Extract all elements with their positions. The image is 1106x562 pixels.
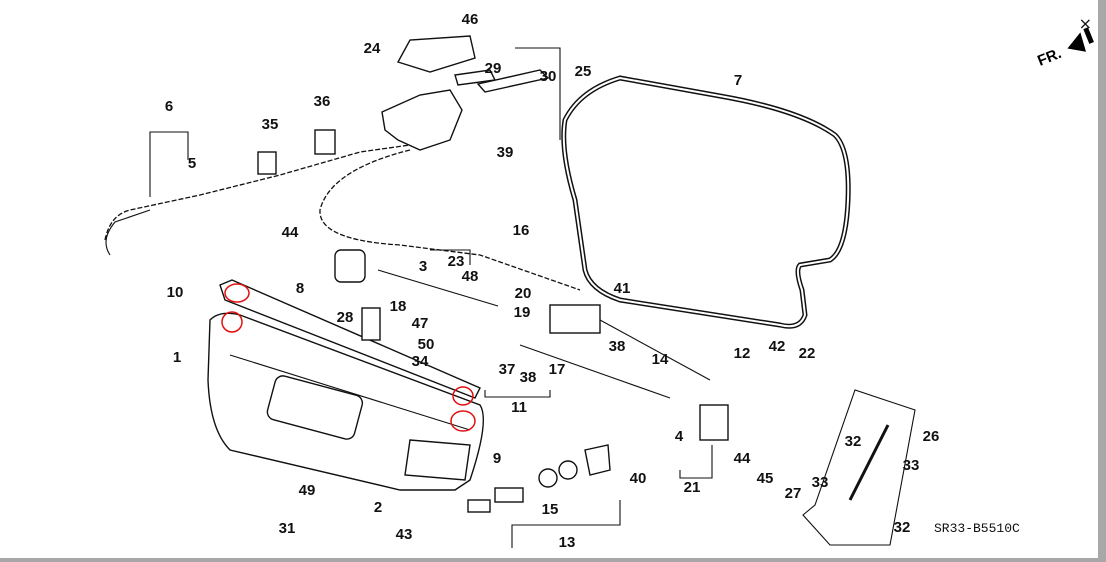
callout: 17 bbox=[549, 361, 566, 378]
callout: 30 bbox=[540, 68, 557, 85]
callout: 29 bbox=[485, 60, 502, 77]
callout: 34 bbox=[412, 353, 429, 370]
callout: 38 bbox=[520, 369, 537, 386]
lock-cylinder-ring bbox=[538, 468, 558, 488]
callout: 45 bbox=[757, 470, 774, 487]
callout: 39 bbox=[497, 144, 514, 161]
callout: 20 bbox=[515, 285, 532, 302]
close-icon[interactable]: × bbox=[1078, 14, 1092, 33]
callout: 33 bbox=[903, 457, 920, 474]
callout: 47 bbox=[412, 315, 429, 332]
callout: 12 bbox=[734, 345, 751, 362]
callout: 44 bbox=[734, 450, 751, 467]
callout: 31 bbox=[279, 520, 296, 537]
callout: 7 bbox=[734, 72, 742, 89]
callout: 32 bbox=[845, 433, 862, 450]
actuator bbox=[334, 249, 366, 283]
callout: 48 bbox=[462, 268, 479, 285]
callout: 4 bbox=[675, 428, 684, 445]
stay-group-box bbox=[802, 389, 916, 546]
license-plate-recess bbox=[266, 375, 364, 440]
callout: 41 bbox=[614, 280, 631, 297]
callout: 25 bbox=[575, 63, 592, 80]
opener-lever bbox=[381, 89, 463, 151]
callout: 50 bbox=[418, 336, 435, 353]
callout: 37 bbox=[499, 361, 516, 378]
callout-labels: 46 24 29 30 25 7 6 36 35 5 39 44 16 3 23… bbox=[165, 11, 940, 551]
callout: 2 bbox=[374, 499, 382, 516]
callout: 36 bbox=[314, 93, 331, 110]
callout: 43 bbox=[396, 526, 413, 543]
lid-opener-cable bbox=[104, 144, 411, 241]
callout: 33 bbox=[812, 474, 829, 491]
garnish-strip bbox=[219, 279, 481, 399]
callout: 11 bbox=[511, 399, 527, 416]
pad-28 bbox=[361, 307, 381, 341]
arrow-icon bbox=[1067, 32, 1087, 52]
callout: 9 bbox=[493, 450, 501, 467]
callout: 24 bbox=[364, 40, 381, 57]
callout: 23 bbox=[448, 253, 465, 270]
callout: 15 bbox=[542, 501, 559, 518]
callout: 21 bbox=[684, 479, 701, 496]
front-direction-indicator: FR. bbox=[1035, 27, 1094, 70]
callout: 14 bbox=[652, 351, 669, 368]
callout: 40 bbox=[630, 470, 647, 487]
window-border-bottom bbox=[0, 558, 1106, 562]
callout: 18 bbox=[390, 298, 407, 315]
callout: 42 bbox=[769, 338, 786, 355]
callout: 1 bbox=[173, 349, 181, 366]
callout: 16 bbox=[513, 222, 530, 239]
callout: 3 bbox=[419, 258, 427, 275]
callout: 32 bbox=[894, 519, 911, 536]
clip-35 bbox=[257, 151, 277, 175]
window-border-right bbox=[1098, 0, 1106, 562]
callout: 35 bbox=[262, 116, 279, 133]
callout: 8 bbox=[296, 280, 304, 297]
clip-36 bbox=[314, 129, 336, 155]
callout: 46 bbox=[462, 11, 479, 28]
callout: 10 bbox=[167, 284, 184, 301]
callout: 5 bbox=[188, 155, 196, 172]
front-label: FR. bbox=[1035, 45, 1064, 70]
latch-cover bbox=[396, 35, 476, 73]
weatherstrip bbox=[561, 75, 851, 329]
callout: 22 bbox=[799, 345, 816, 362]
callout: 6 bbox=[165, 98, 173, 115]
callout: 19 bbox=[514, 304, 531, 321]
diagram-code: SR33-B5510C bbox=[934, 521, 1020, 536]
striker bbox=[699, 404, 729, 441]
highlight-marks bbox=[221, 283, 476, 432]
callout: 38 bbox=[609, 338, 626, 355]
callout: 28 bbox=[337, 309, 354, 326]
callout: 27 bbox=[785, 485, 802, 502]
latch-assembly bbox=[549, 304, 601, 334]
callout: 49 bbox=[299, 482, 316, 499]
callout: 13 bbox=[559, 534, 576, 551]
handle-recess bbox=[404, 439, 471, 481]
key bbox=[494, 487, 524, 503]
callout: 26 bbox=[923, 428, 940, 445]
callout: 44 bbox=[282, 224, 299, 241]
